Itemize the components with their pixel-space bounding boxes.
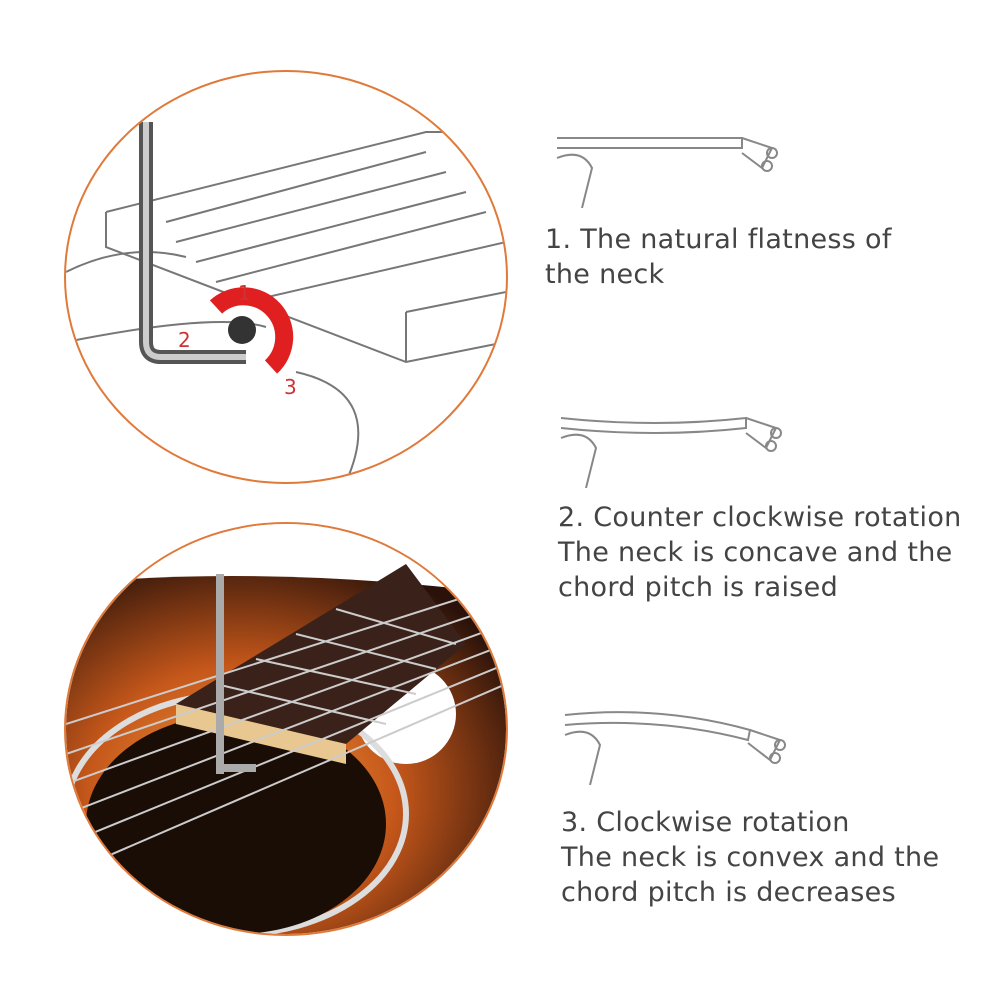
step-2-line-1: 2. Counter clockwise rotation [558,502,962,533]
step-1-caption: 1. The natural flatness of the neck [545,222,892,292]
step-2-line-3: chord pitch is raised [558,572,839,603]
dial-label-2: 2 [178,328,191,352]
neck-flat-sketch [556,137,778,208]
step-3-line-2: The neck is convex and the [561,842,940,873]
guitar-photo-circle [64,522,508,936]
step-3-caption: 3. Clockwise rotation The neck is convex… [561,805,939,910]
neck-convex-sketch [564,711,786,785]
step-3-line-3: chord pitch is decreases [561,877,896,908]
step-2-caption: 2. Counter clockwise rotation The neck i… [558,500,962,605]
dial-label-1: 1 [238,281,251,305]
step-1-line-1: 1. The natural flatness of [545,224,892,255]
step-2-line-2: The neck is concave and the [558,537,953,568]
dial-label-3: 3 [284,375,297,399]
truss-rod-sketch: 1 2 3 [66,122,506,482]
truss-rod-sketch-circle: 1 2 3 [64,70,508,484]
step-3-line-1: 3. Clockwise rotation [561,807,850,838]
step-1-line-2: the neck [545,259,665,290]
adjustment-dial [209,287,294,374]
neck-concave-sketch [560,416,782,488]
guitar-photo [66,524,506,934]
